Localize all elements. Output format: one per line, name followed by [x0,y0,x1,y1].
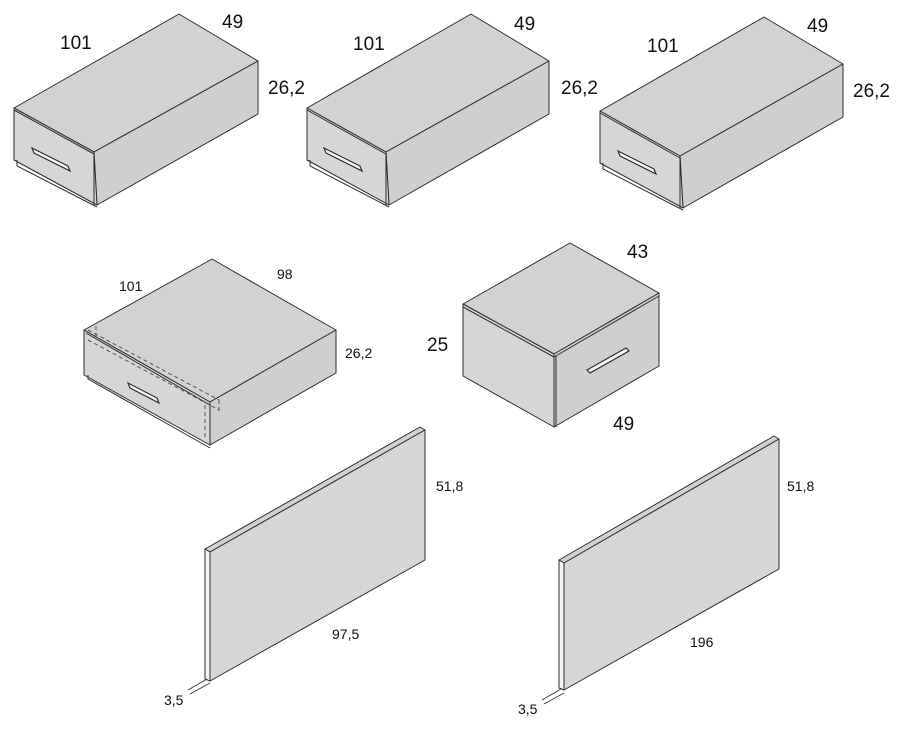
depth-label: 98 [277,266,293,282]
thickness-label: 3,5 [518,701,538,717]
drawer-handle [30,146,72,173]
drawer-unit-1: 101 49 26,2 [13,12,305,208]
drawer-handle [126,381,161,405]
height-label: 26,2 [345,345,372,361]
drawer-unit-3: 101 49 26,2 [599,16,890,211]
small-drawer-unit: 43 25 49 [427,242,660,435]
panel-1: 51,8 97,5 3,5 [164,426,463,708]
height-label: 51,8 [436,478,463,494]
depth-label: 49 [222,12,243,33]
length-label: 101 [60,33,92,54]
length-label: 101 [353,34,385,55]
length-label: 101 [119,278,143,294]
length-label: 196 [690,634,714,650]
height-label: 51,8 [787,478,814,494]
drawer-handle [322,146,364,173]
panel-2: 51,8 196 3,5 [518,435,814,717]
height-label: 25 [427,335,448,356]
thickness-label: 3,5 [164,692,184,708]
drawer-unit-2: 101 49 26,2 [306,13,598,208]
width-label: 43 [627,242,648,263]
length-label: 101 [647,36,679,57]
length-label: 97,5 [332,626,359,642]
height-label: 26,2 [853,81,890,102]
wide-drawer-unit: 101 98 26,2 [83,258,372,449]
depth-label: 49 [807,16,828,37]
depth-label: 49 [514,14,535,35]
height-label: 26,2 [268,78,305,99]
drawer-handle [586,347,630,374]
rail-dashed-outline [87,326,220,440]
drawer-handle [616,149,658,176]
height-label: 26,2 [561,78,598,99]
depth-label: 49 [613,414,634,435]
